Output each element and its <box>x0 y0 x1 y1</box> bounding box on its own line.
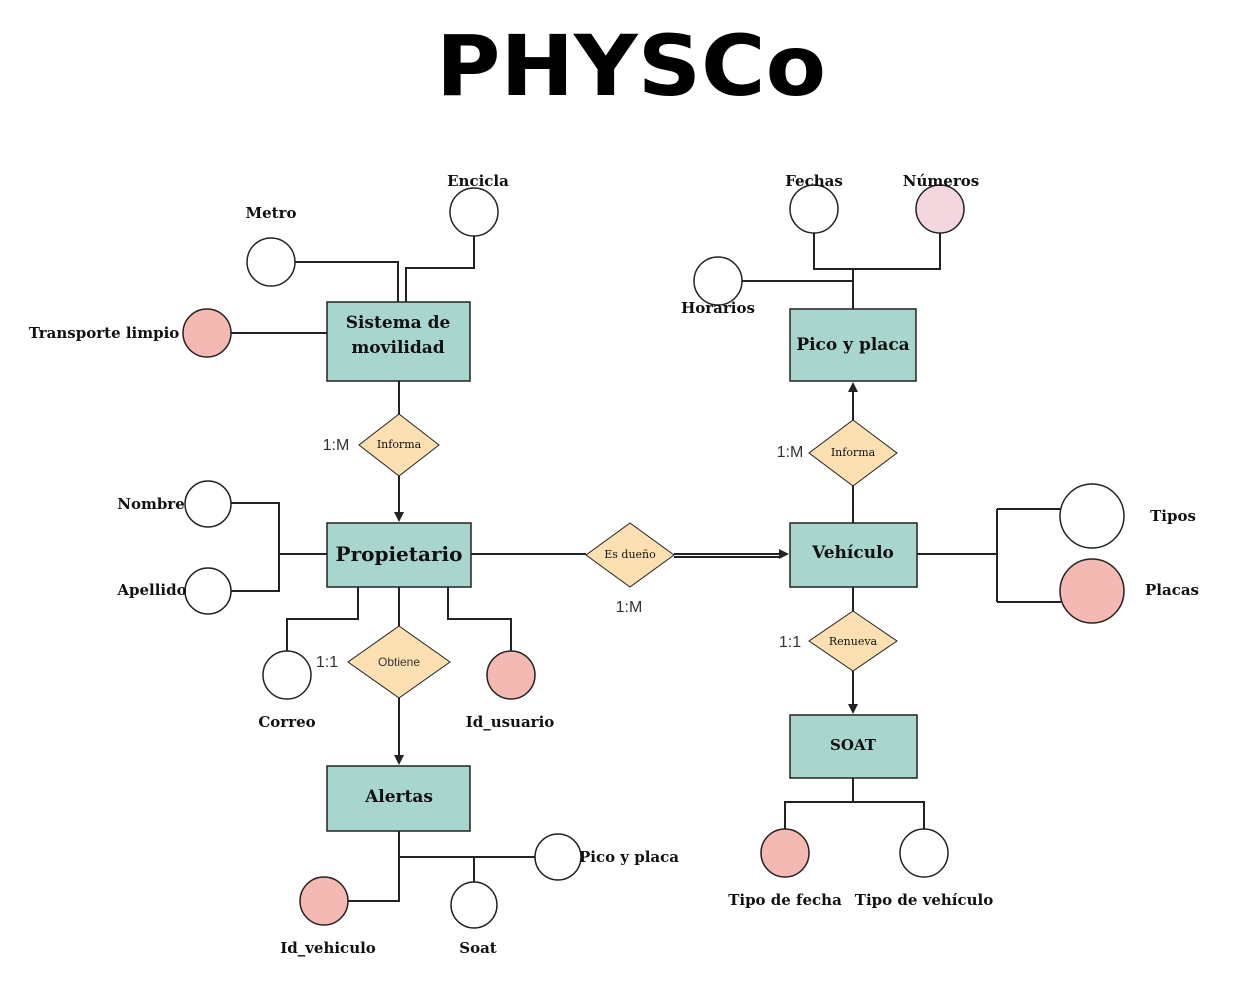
cardinality-informa-left: 1:M <box>323 437 350 454</box>
entity-label: SOAT <box>830 736 877 754</box>
relationship-renueva: Renueva <box>808 610 898 672</box>
entity-soat: SOAT <box>789 714 918 779</box>
attribute-label: Placas <box>1145 581 1199 599</box>
relationship-label: Es dueño <box>604 548 656 561</box>
attribute-nombre: Nombre <box>117 480 232 528</box>
entity-label: Vehículo <box>811 543 894 563</box>
relationship-obtiene: Obtiene <box>347 625 451 699</box>
attribute-label: Id_vehiculo <box>280 939 376 957</box>
attribute-label: Soat <box>459 939 497 957</box>
entity-sistema-de-movilidad: Sistema de movilidad <box>326 301 471 382</box>
diagram-title: PHYSCo <box>436 17 826 115</box>
attribute-label: Apellido <box>116 581 186 599</box>
relationship-label: Renueva <box>829 635 878 648</box>
entity-label: Sistema de <box>346 313 451 333</box>
entity-label: movilidad <box>351 338 444 358</box>
attribute-id-usuario: Id_usuario <box>466 650 555 731</box>
attribute-horarios: Horarios <box>681 256 755 317</box>
attribute-apellido: Apellido <box>116 567 232 615</box>
cardinality-es-dueno: 1:M <box>616 599 643 616</box>
attribute-fechas: Fechas <box>785 172 843 234</box>
attribute-label: Correo <box>258 713 315 731</box>
attribute-tipo-de-vehiculo: Tipo de vehículo <box>855 828 993 909</box>
entity-vehiculo: Vehículo <box>789 522 918 588</box>
attribute-label: Pico y placa <box>579 848 679 866</box>
attribute-label: Tipos <box>1150 507 1196 525</box>
attribute-label: Fechas <box>785 172 843 190</box>
attribute-soat: Soat <box>450 881 498 957</box>
attribute-tipos: Tipos <box>1059 483 1196 549</box>
relationship-label: Informa <box>377 438 422 451</box>
entity-alertas: Alertas <box>326 765 471 832</box>
attribute-label: Transporte limpio <box>29 324 180 342</box>
cardinality-obtiene: 1:1 <box>316 654 338 671</box>
attribute-numeros: Números <box>903 172 979 234</box>
entity-pico-y-placa: Pico y placa <box>789 308 917 382</box>
attribute-id-vehiculo: Id_vehiculo <box>280 876 376 957</box>
attribute-label: Encicla <box>447 172 509 190</box>
attribute-label: Metro <box>246 204 297 222</box>
relationship-informa-right: Informa <box>808 419 898 487</box>
relationship-es-dueno: Es dueño <box>585 522 675 588</box>
attribute-correo: Correo <box>258 650 316 731</box>
attribute-label: Id_usuario <box>466 713 555 731</box>
relationship-label: Informa <box>831 446 876 459</box>
attribute-transporte-limpio: Transporte limpio <box>29 308 232 358</box>
attribute-label: Números <box>903 172 979 190</box>
attribute-tipo-de-fecha: Tipo de fecha <box>728 828 842 909</box>
entity-label: Pico y placa <box>796 335 909 355</box>
entity-label: Alertas <box>364 787 433 807</box>
connector-lines <box>230 229 1061 902</box>
attribute-label: Horarios <box>681 299 755 317</box>
attribute-pico-y-placa: Pico y placa <box>534 833 679 881</box>
attribute-placas: Placas <box>1059 558 1199 624</box>
cardinality-informa-right: 1:M <box>777 444 804 461</box>
attribute-encicla: Encicla <box>447 172 509 237</box>
entity-label: Propietario <box>336 542 463 566</box>
attribute-label: Tipo de vehículo <box>855 891 993 909</box>
attribute-label: Tipo de fecha <box>728 891 842 909</box>
relationship-informa-left: Informa <box>358 413 440 477</box>
cardinality-renueva: 1:1 <box>779 634 801 651</box>
attribute-label: Nombre <box>117 495 185 513</box>
relationship-label: Obtiene <box>378 655 420 669</box>
attribute-metro: Metro <box>246 204 297 287</box>
entity-propietario: Propietario <box>326 522 472 588</box>
